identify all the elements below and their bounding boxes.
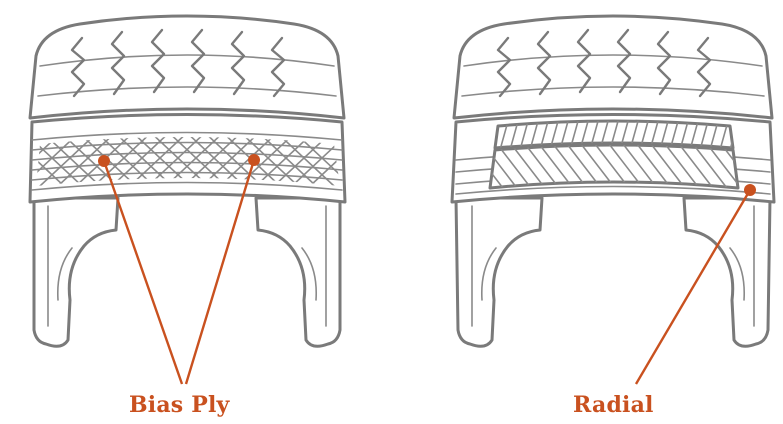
radial-right-sidewall bbox=[684, 198, 770, 346]
bias-callout-dot-left bbox=[98, 155, 110, 167]
bias-ply-label: Bias Ply bbox=[129, 392, 230, 418]
bias-ply-tire-drawing bbox=[4, 16, 370, 384]
radial-tire-drawing bbox=[452, 16, 774, 384]
radial-label: Radial bbox=[573, 392, 654, 418]
radial-left-sidewall bbox=[456, 198, 542, 346]
bias-right-sidewall bbox=[256, 198, 340, 346]
bias-callout-dot-right bbox=[248, 154, 260, 166]
radial-callout-dot bbox=[744, 184, 756, 196]
bias-left-sidewall bbox=[34, 198, 118, 346]
bias-ply-body bbox=[30, 115, 345, 203]
